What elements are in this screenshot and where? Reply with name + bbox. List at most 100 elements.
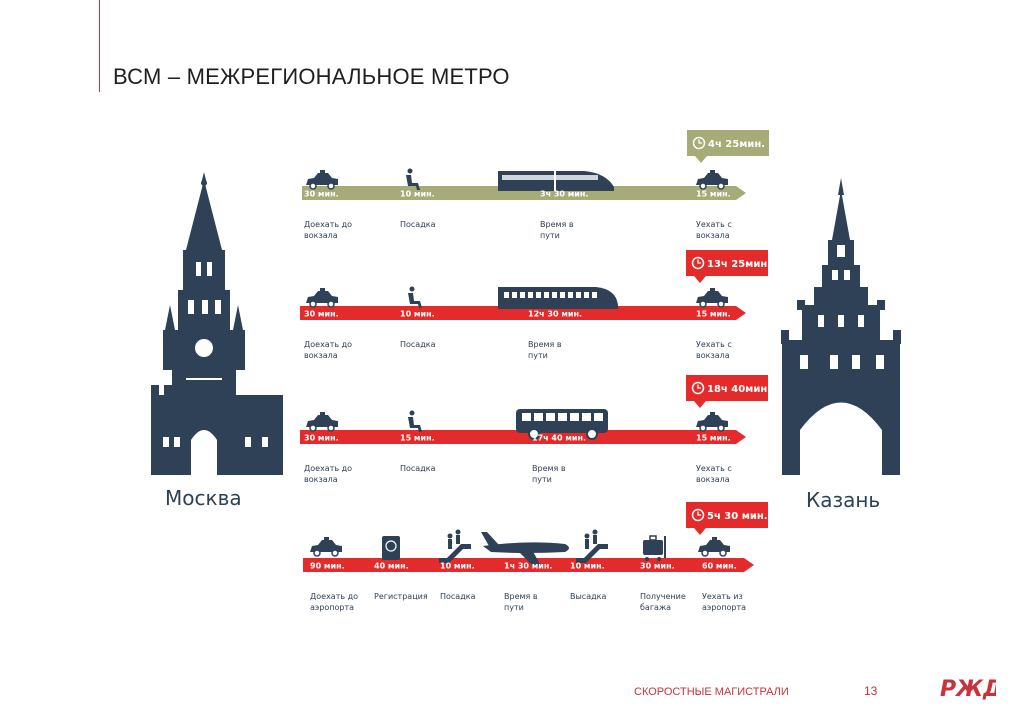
boarding-icon <box>406 168 420 190</box>
step-label: Время в <box>532 464 566 473</box>
clock-icon <box>691 508 705 522</box>
footer-label: СКОРОСТНЫЕ МАГИСТРАЛИ <box>634 686 789 698</box>
total-time-text: 5ч 30 мин. <box>707 511 768 522</box>
total-time-badge <box>686 250 768 283</box>
step-label: Доехать до <box>304 464 352 473</box>
bus-icon <box>516 409 608 440</box>
step-label-line2: аэропорта <box>702 603 746 612</box>
taxi-icon <box>306 412 338 432</box>
transport-row-train: 13ч 25мин. 30 мин. Доехать до вокзала 10 мин… <box>300 250 771 360</box>
step-label-line2: вокзала <box>696 351 730 360</box>
step-label: Уехать с <box>696 464 732 473</box>
baggage-icon <box>643 535 666 561</box>
step-label-line2: пути <box>532 475 552 484</box>
city-to-label: Казань <box>806 488 881 512</box>
step-label: Высадка <box>570 592 606 601</box>
step-label: Посадка <box>400 464 436 473</box>
step-duration: 60 мин. <box>702 562 737 571</box>
step-duration: 15 мин. <box>400 434 435 443</box>
step-label-line2: вокзала <box>696 231 730 240</box>
city-from-label: Москва <box>165 486 242 510</box>
total-time-text: 4ч 25мин. <box>708 139 765 150</box>
step-label-line2: пути <box>528 351 548 360</box>
step-duration: 30 мин. <box>640 562 675 571</box>
step-label-line2: вокзала <box>304 475 338 484</box>
escalator-icon <box>439 529 471 563</box>
page-title: ВСМ – МЕЖРЕГИОНАЛЬНОЕ МЕТРО <box>113 64 510 89</box>
taxi-icon <box>306 288 338 308</box>
step-label: Доехать до <box>304 220 352 229</box>
step-label-line2: аэропорта <box>310 603 354 612</box>
timeline-bar <box>303 558 754 572</box>
timeline-bar <box>302 186 746 200</box>
boarding-icon <box>408 410 422 432</box>
step-duration: 90 мин. <box>310 562 345 571</box>
step-duration: 10 мин. <box>400 190 435 199</box>
step-label: Посадка <box>440 592 476 601</box>
step-duration: 12ч 30 мин. <box>528 310 582 319</box>
total-time-text: 18ч 40мин. <box>707 384 771 395</box>
total-time-badge <box>686 375 768 408</box>
step-label-line2: вокзала <box>696 475 730 484</box>
step-label: Время в <box>540 220 574 229</box>
clock-icon <box>691 256 705 270</box>
step-duration: 1ч 30 мин. <box>504 562 552 571</box>
step-duration: 10 мин. <box>440 562 475 571</box>
boarding-icon <box>408 286 422 308</box>
step-label: Доехать до <box>310 592 358 601</box>
svg-text:РЖД: РЖД <box>940 677 996 700</box>
taxi-icon <box>306 170 338 190</box>
taxi-icon <box>698 537 730 557</box>
step-label: Регистрация <box>374 592 428 601</box>
step-label: Уехать из <box>702 592 743 601</box>
clock-icon <box>692 136 706 150</box>
step-label-line2: пути <box>504 603 524 612</box>
step-label-line2: пути <box>540 231 560 240</box>
accent-line <box>99 0 100 92</box>
page-number: 13 <box>864 684 878 698</box>
step-label: Посадка <box>400 340 436 349</box>
total-time-badge <box>687 130 769 163</box>
transport-row-bus: 18ч 40мин. 30 мин. Доехать до вокзала 15 мин… <box>300 375 771 484</box>
step-duration: 10 мин. <box>570 562 605 571</box>
step-label: Время в <box>504 592 538 601</box>
step-duration: 17ч 40 мин. <box>532 434 586 443</box>
transport-row-high-speed-rail: 4ч 25мин. 30 мин. Доехать до вокзала 10 мин.… <box>302 130 769 240</box>
step-duration: 30 мин. <box>304 310 339 319</box>
step-label: Уехать с <box>696 340 732 349</box>
transport-row-plane: 5ч 30 мин. 90 мин. Доехать до аэропорта 40 м… <box>303 502 768 612</box>
timeline-bar <box>300 306 746 320</box>
step-label-line2: багажа <box>640 603 671 612</box>
kazan-tower-icon <box>781 178 901 475</box>
step-duration: 10 мин. <box>400 310 435 319</box>
passport-icon <box>382 536 400 560</box>
step-duration: 30 мин. <box>304 190 339 199</box>
total-time-badge <box>686 502 768 535</box>
plane-icon <box>481 532 569 566</box>
total-time-text: 13ч 25мин. <box>707 259 771 270</box>
escalator-icon <box>576 529 608 563</box>
step-duration: 40 мин. <box>374 562 409 571</box>
step-duration: 30 мин. <box>304 434 339 443</box>
step-label-line2: вокзала <box>304 231 338 240</box>
moscow-kremlin-icon <box>151 172 283 475</box>
step-duration: 3ч 30 мин. <box>540 190 588 199</box>
step-label: Время в <box>528 340 562 349</box>
step-duration: 15 мин. <box>696 434 731 443</box>
train-icon <box>498 287 618 309</box>
rzd-logo-icon: РЖД <box>940 677 996 700</box>
step-duration: 15 мин. <box>696 310 731 319</box>
timeline-bar <box>300 430 746 444</box>
taxi-icon <box>310 537 342 557</box>
step-duration: 15 мин. <box>696 190 731 199</box>
taxi-icon <box>696 170 728 190</box>
step-label-line2: вокзала <box>304 351 338 360</box>
step-label: Доехать до <box>304 340 352 349</box>
high-speed-train-icon <box>498 171 614 191</box>
taxi-icon <box>696 412 728 432</box>
step-label: Получение <box>640 592 686 601</box>
step-label: Посадка <box>400 220 436 229</box>
clock-icon <box>691 381 705 395</box>
step-label: Уехать с <box>696 220 732 229</box>
